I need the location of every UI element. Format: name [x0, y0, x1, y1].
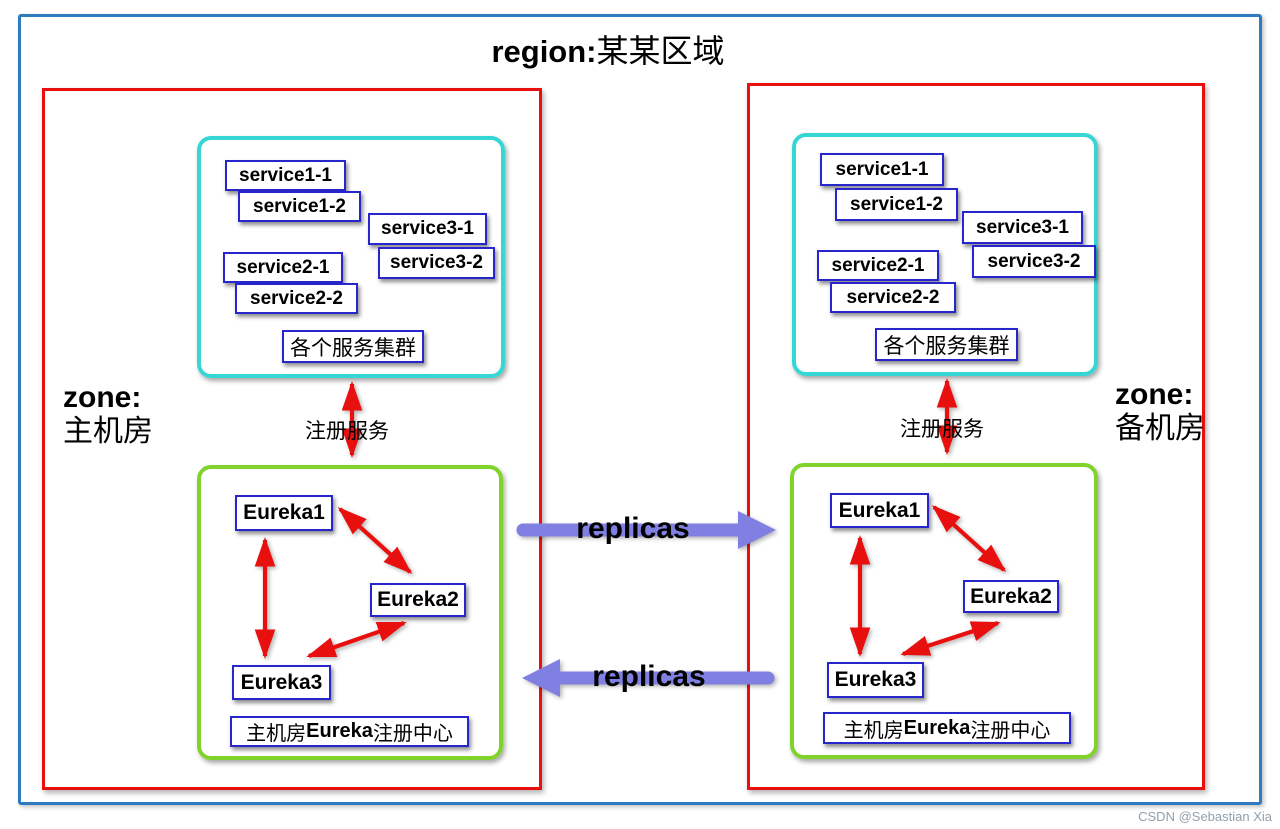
replicas-label-bottom: replicas [592, 660, 706, 693]
register-service-label-backup: 注册服务 [900, 417, 984, 441]
eureka-node: Eureka1 [235, 495, 333, 531]
eureka-node: Eureka1 [830, 493, 929, 528]
zone-label-backup: zone:备机房 [1115, 378, 1205, 445]
service-node: service1-1 [225, 160, 346, 191]
region-box [18, 14, 1262, 805]
eureka-node: Eureka2 [370, 583, 466, 617]
service-cluster-label: 各个服务集群 [875, 328, 1018, 361]
zone-box-backup: service1-1 service1-2 service3-1 service… [747, 83, 1205, 790]
service-node: service2-1 [223, 252, 343, 283]
service-node: service2-1 [817, 250, 939, 281]
service-node: service1-2 [238, 191, 361, 222]
region-title-en: region: [491, 34, 597, 69]
service-node: service3-2 [378, 247, 495, 279]
service-cluster-label: 各个服务集群 [282, 330, 424, 363]
region-title-cn: 某某区域 [596, 33, 725, 69]
eureka-node: Eureka2 [963, 580, 1059, 613]
replicas-label-top: replicas [576, 512, 690, 545]
eureka-node: Eureka3 [827, 662, 924, 698]
service-node: service2-2 [235, 283, 358, 314]
zone-box-primary: service1-1 service1-2 service3-1 service… [42, 88, 542, 790]
service-node: service1-1 [820, 153, 944, 186]
csdn-watermark: CSDN @Sebastian Xia [1138, 809, 1272, 824]
service-node: service3-2 [972, 245, 1096, 278]
zone-label-primary: zone:主机房 [63, 381, 153, 448]
service-node: service2-2 [830, 282, 956, 313]
service-cluster-box-primary: service1-1 service1-2 service3-1 service… [197, 136, 505, 378]
service-node: service3-1 [962, 211, 1083, 244]
service-cluster-box-backup: service1-1 service1-2 service3-1 service… [792, 133, 1098, 376]
region-title: region:某某区域 [408, 26, 808, 72]
service-node: service1-2 [835, 188, 958, 221]
service-node: service3-1 [368, 213, 487, 245]
eureka-node: Eureka3 [232, 665, 331, 700]
register-service-label-primary: 注册服务 [305, 419, 389, 443]
